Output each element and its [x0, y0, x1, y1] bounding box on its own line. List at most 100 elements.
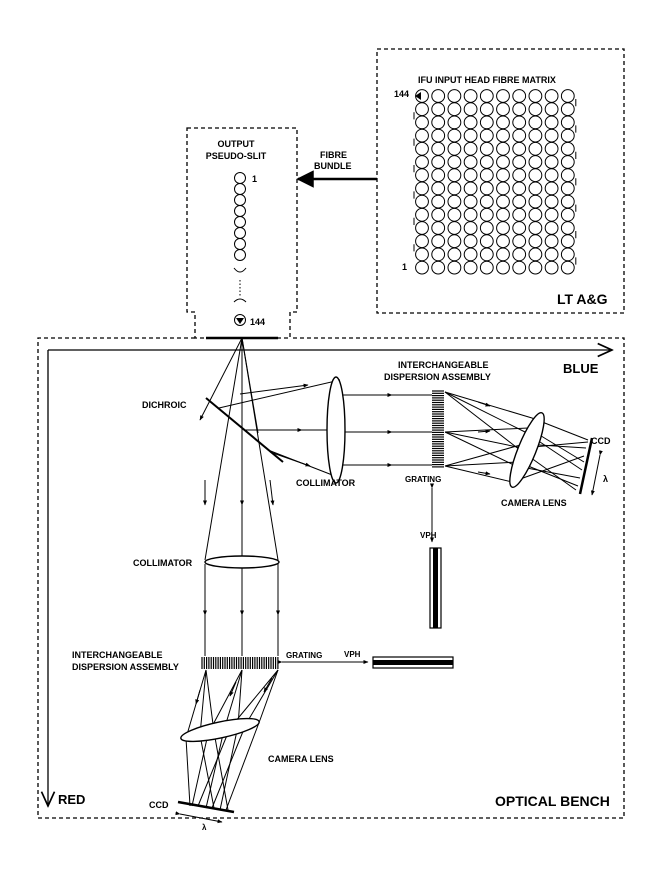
fibre [528, 128, 543, 143]
fibre [496, 155, 510, 169]
slit-fibre [234, 249, 246, 261]
fibre [560, 128, 575, 143]
fibre [463, 128, 478, 143]
fibre [447, 207, 462, 222]
fibre [447, 141, 462, 156]
fibre [496, 168, 510, 183]
fibre [560, 207, 575, 222]
pseudo-slit-fibres [233, 172, 247, 326]
grating-red-label: GRATING [286, 651, 322, 660]
fibre [496, 234, 510, 249]
fibre [463, 115, 478, 130]
fibre [479, 115, 494, 130]
lt-ag-border [376, 48, 625, 314]
fibre [447, 260, 462, 275]
fibre [544, 181, 559, 196]
fibre [528, 141, 543, 156]
fibre [479, 221, 494, 235]
fibre [447, 102, 462, 117]
fibre [544, 115, 559, 130]
slit-first-label: 1 [252, 174, 257, 184]
fibre [512, 221, 527, 235]
slit-last-label: 144 [250, 317, 265, 327]
fibre [528, 207, 543, 222]
fibre [447, 115, 462, 130]
fibre [479, 128, 494, 143]
fibre [560, 102, 575, 117]
fibre [496, 181, 510, 196]
fibre [415, 207, 429, 222]
fibre [479, 234, 494, 249]
optical-bench-border [37, 337, 625, 819]
slit-break [233, 267, 247, 273]
fibre [544, 89, 559, 103]
fibre [528, 247, 543, 262]
fibre [479, 141, 494, 156]
fibre [528, 221, 543, 235]
grating-red [201, 657, 279, 669]
vph-blue-label: VPH [420, 531, 437, 540]
lt-ag-label: LT A&G [557, 291, 608, 307]
fibre [544, 168, 559, 183]
fibre [560, 260, 575, 275]
fibre [415, 141, 429, 156]
fibre-matrix [413, 89, 577, 275]
vph-blue [429, 547, 442, 629]
camera-lens-red [180, 717, 260, 743]
fibre [431, 141, 446, 156]
collimator-red [204, 555, 280, 569]
fibre [431, 221, 446, 235]
fibre-matrix-label: IFU INPUT HEAD FIBRE MATRIX [418, 75, 556, 85]
fibre [479, 247, 494, 262]
fibre [447, 128, 462, 143]
fibre [528, 115, 543, 130]
fibre [512, 260, 527, 275]
slit-break [233, 298, 247, 303]
fibre [463, 89, 478, 103]
fibre [560, 181, 575, 196]
fibre [447, 234, 462, 249]
slit-fibre [234, 183, 246, 195]
fibre [544, 234, 559, 249]
fibre [528, 194, 543, 209]
fibre [512, 181, 527, 196]
fibre [496, 115, 510, 130]
vph-red [372, 656, 454, 669]
fibre [463, 260, 478, 275]
collimator-blue-label: COLLIMATOR [296, 478, 356, 488]
fibre [415, 260, 429, 275]
ida-red-label-line2: DISPERSION ASSEMBLY [72, 662, 179, 672]
red-collimated-beams [203, 479, 280, 656]
fibre [431, 168, 446, 183]
lambda-red-label: λ [202, 823, 207, 832]
fibre-bundle-label-line2: BUNDLE [314, 161, 352, 171]
fibre [431, 194, 446, 209]
fibre [463, 221, 478, 235]
fibre [463, 141, 478, 156]
fibre [431, 260, 446, 275]
collimator-blue [326, 376, 346, 484]
fibre [479, 168, 494, 183]
fibre [512, 89, 527, 103]
fibre [447, 168, 462, 183]
matrix-start-label: 144 [394, 89, 409, 99]
fibre [512, 115, 527, 130]
fibre [528, 155, 543, 169]
fibre [463, 234, 478, 249]
fibre [528, 102, 543, 117]
camera-lens-red-label: CAMERA LENS [268, 754, 334, 764]
fibre-bundle-label-line1: FIBRE [320, 150, 347, 160]
fibre [560, 141, 575, 156]
fibre [463, 155, 478, 169]
fibre [431, 155, 446, 169]
fibre [560, 155, 575, 169]
fibre [544, 221, 559, 235]
fibre [447, 247, 462, 262]
fibre [415, 247, 429, 262]
fibre [528, 181, 543, 196]
fibre [479, 260, 494, 275]
ccd-red [177, 800, 235, 814]
fibre [415, 115, 429, 130]
fibre [431, 89, 446, 103]
